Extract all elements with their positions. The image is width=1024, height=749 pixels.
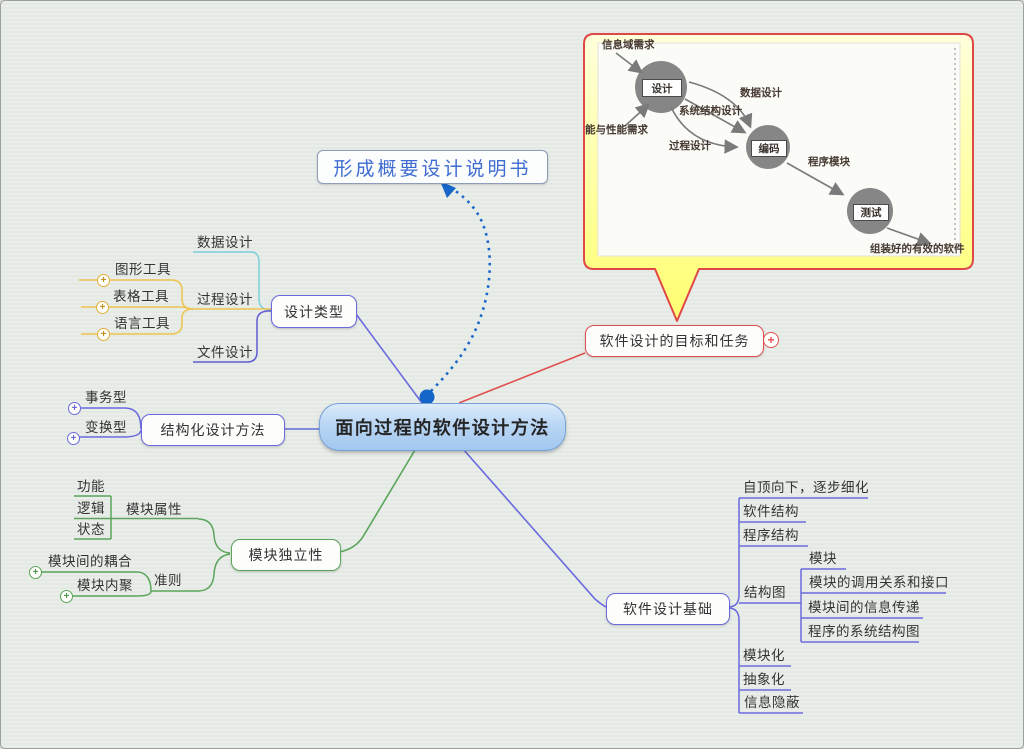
- flowchart-label-system-structure-design: 系统结构设计: [679, 106, 742, 117]
- topic-state[interactable]: 状态: [77, 522, 105, 537]
- expand-icon-graphic-tools[interactable]: +: [97, 274, 110, 287]
- topic-design-basis[interactable]: 软件设计基础: [606, 593, 730, 625]
- floating-topic[interactable]: 形成概要设计说明书: [317, 150, 548, 184]
- topic-info-hiding[interactable]: 信息隐蔽: [744, 695, 800, 710]
- topic-module-independence[interactable]: 模块独立性: [231, 539, 341, 571]
- expand-icon-goal[interactable]: +: [763, 332, 779, 348]
- expand-icon-transform[interactable]: +: [67, 432, 80, 445]
- flowchart-node-design: 设计: [642, 79, 682, 97]
- flowchart-label-process-design: 过程设计: [669, 141, 711, 152]
- topic-coupling[interactable]: 模块间的耦合: [48, 554, 132, 569]
- expand-icon-table-tools[interactable]: +: [96, 301, 109, 314]
- topic-transaction-type[interactable]: 事务型: [85, 390, 127, 405]
- topic-file-design[interactable]: 文件设计: [197, 345, 253, 360]
- flowchart-node-coding: 编码: [751, 140, 787, 157]
- topic-modularity[interactable]: 模块化: [743, 648, 785, 663]
- flowchart-label-data-design: 数据设计: [740, 88, 782, 99]
- topic-structured-method[interactable]: 结构化设计方法: [141, 414, 285, 446]
- topic-system-structure-chart[interactable]: 程序的系统结构图: [808, 624, 920, 639]
- topic-topdown[interactable]: 自顶向下，逐步细化: [743, 480, 869, 495]
- topic-language-tools[interactable]: 语言工具: [114, 316, 170, 331]
- flowchart-label-info-requirements: 信息域需求: [602, 40, 655, 51]
- topic-structure-chart[interactable]: 结构图: [744, 585, 786, 600]
- expand-icon-language-tools[interactable]: +: [97, 328, 110, 341]
- topic-call-relations[interactable]: 模块的调用关系和接口: [809, 575, 949, 590]
- topic-table-tools[interactable]: 表格工具: [113, 289, 169, 304]
- callout-bubble[interactable]: [583, 33, 974, 322]
- central-topic[interactable]: 面向过程的软件设计方法: [319, 403, 566, 451]
- topic-cohesion[interactable]: 模块内聚: [77, 578, 133, 593]
- topic-software-structure[interactable]: 软件结构: [743, 504, 799, 519]
- topic-transform-type[interactable]: 变换型: [85, 420, 127, 435]
- topic-logic[interactable]: 逻辑: [77, 501, 105, 516]
- topic-data-design[interactable]: 数据设计: [197, 235, 253, 250]
- topic-abstraction[interactable]: 抽象化: [743, 672, 785, 687]
- topic-process-design[interactable]: 过程设计: [197, 292, 253, 307]
- topic-design-goal[interactable]: 软件设计的目标和任务: [585, 325, 764, 357]
- topic-info-transfer[interactable]: 模块间的信息传递: [808, 600, 920, 615]
- topic-design-types[interactable]: 设计类型: [271, 295, 357, 328]
- flowchart-node-testing: 测试: [853, 204, 889, 221]
- expand-icon-coupling[interactable]: +: [29, 566, 42, 579]
- topic-module[interactable]: 模块: [809, 551, 837, 566]
- topic-program-structure[interactable]: 程序结构: [743, 528, 799, 543]
- topic-graphic-tools[interactable]: 图形工具: [115, 262, 171, 277]
- expand-icon-transaction[interactable]: +: [68, 402, 81, 415]
- topic-function[interactable]: 功能: [77, 479, 105, 494]
- topic-criteria[interactable]: 准则: [154, 573, 182, 588]
- expand-icon-cohesion[interactable]: +: [60, 590, 73, 603]
- flowchart-label-assembled-software: 组装好的有效的软件: [870, 244, 965, 255]
- flowchart-label-program-module: 程序模块: [808, 157, 850, 168]
- flowchart-label-performance-requirements: 能与性能需求: [585, 125, 648, 136]
- topic-module-attrs[interactable]: 模块属性: [126, 502, 182, 517]
